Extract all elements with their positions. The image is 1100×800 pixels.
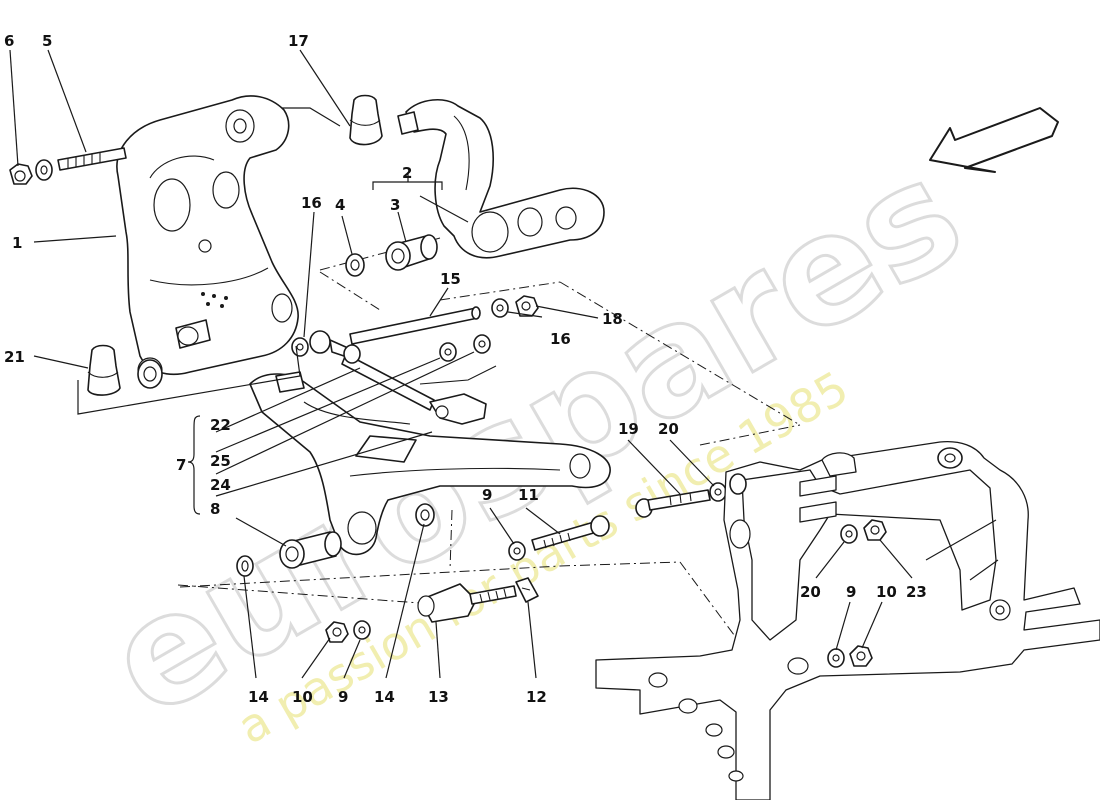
callout-12: 13 xyxy=(428,688,449,706)
bolt-11 xyxy=(531,515,610,551)
washer-20a xyxy=(709,482,727,502)
washer-14a xyxy=(236,555,254,577)
washer-9c xyxy=(827,648,845,668)
ball-joint xyxy=(309,330,497,425)
nut-6 xyxy=(9,159,53,185)
nut-10a xyxy=(325,621,349,643)
washer-20b xyxy=(840,524,858,544)
nut-10b xyxy=(849,645,873,667)
callout-17: 17 xyxy=(288,32,309,50)
bolt-19 xyxy=(635,489,711,518)
callout-20-top: 20 xyxy=(658,420,679,438)
nut-21 xyxy=(863,519,887,541)
callout-10-right: 10 xyxy=(876,583,897,601)
callout-20-right: 20 xyxy=(800,583,821,601)
lower-wishbone xyxy=(249,371,611,556)
washer-16b xyxy=(291,337,309,357)
bush-3 xyxy=(385,234,438,271)
washer-16a xyxy=(491,298,509,318)
washers-25 xyxy=(439,334,491,362)
bolt-5 xyxy=(57,147,127,171)
callout-14-left: 14 xyxy=(248,688,269,706)
adjuster-12 xyxy=(417,583,517,623)
callout-25: 25 xyxy=(210,452,231,470)
callout-8: 8 xyxy=(210,500,220,518)
callout-1: 1 xyxy=(12,234,22,252)
callout-16-top: 16 xyxy=(301,194,322,212)
callout-9-mid: 9 xyxy=(482,486,492,504)
callout-15: 15 xyxy=(440,270,461,288)
callout-5: 5 xyxy=(42,32,52,50)
nut-18 xyxy=(515,295,539,317)
direction-arrow-icon xyxy=(929,107,1059,173)
callout-10-left: 10 xyxy=(292,688,313,706)
callout-11: 11 xyxy=(518,486,539,504)
callout-6: 6 xyxy=(4,32,14,50)
washer-9b xyxy=(353,620,371,640)
callout-23: 22 xyxy=(210,416,231,434)
callout-3: 3 xyxy=(390,196,400,214)
subframe xyxy=(595,440,1100,800)
callout-18: 18 xyxy=(602,310,623,328)
callout-7: 7 xyxy=(176,456,186,474)
callout-9-right: 9 xyxy=(846,583,856,601)
tie-rod-15 xyxy=(349,306,481,345)
bush-8 xyxy=(279,531,342,569)
callout-13: 12 xyxy=(526,688,547,706)
callout-4: 4 xyxy=(335,196,345,214)
callout-2: 2 xyxy=(402,164,412,182)
bushing-17 xyxy=(349,94,383,146)
clip-13 xyxy=(515,577,539,603)
callout-21: 23 xyxy=(906,583,927,601)
washer-9a xyxy=(508,541,526,561)
callout-19: 19 xyxy=(618,420,639,438)
callout-22: 21 xyxy=(4,348,25,366)
washer-4 xyxy=(345,253,365,277)
callout-numbers: 6 5 1 17 2 4 3 16 15 18 16 21 22 7 25 24… xyxy=(4,32,927,706)
callout-14-right: 14 xyxy=(374,688,395,706)
washer-14b xyxy=(415,503,435,527)
callout-16-right: 16 xyxy=(550,330,571,348)
callout-9-bottom: 9 xyxy=(338,688,348,706)
hub-carrier xyxy=(116,95,299,383)
upper-wishbone xyxy=(397,99,605,259)
bushing-22 xyxy=(87,344,163,396)
callout-24: 24 xyxy=(210,476,231,494)
leader-lines xyxy=(9,49,913,679)
